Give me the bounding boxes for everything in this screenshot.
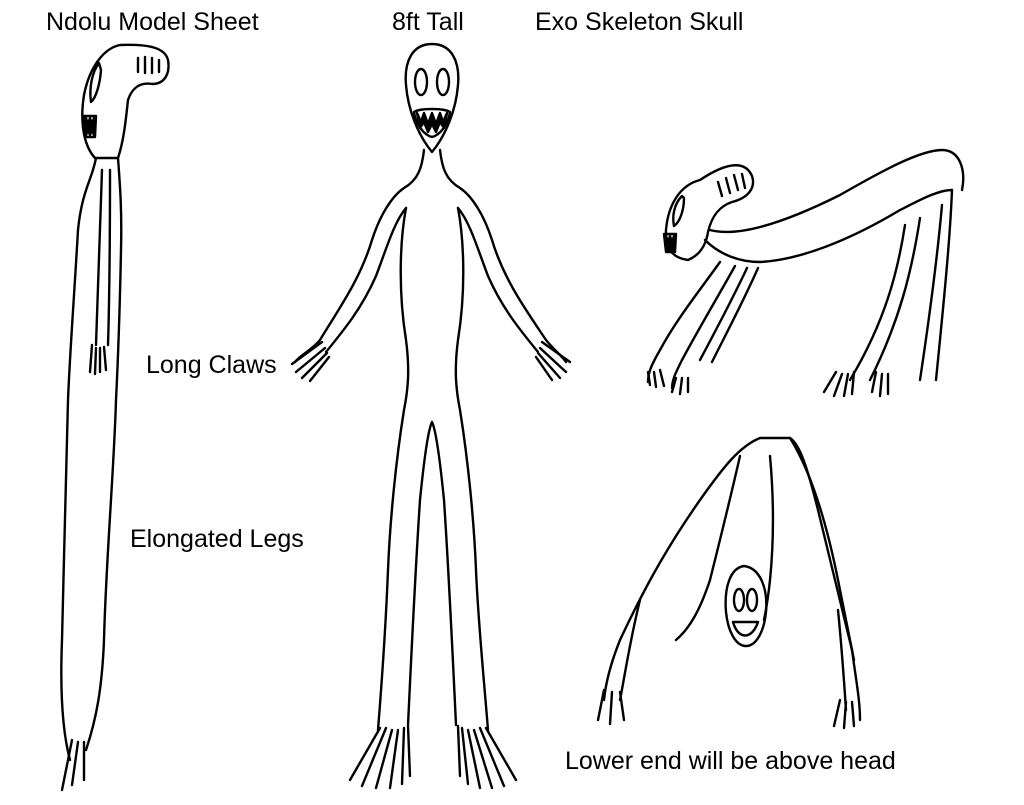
front-view-left-foot	[348, 724, 412, 790]
side-view-teeth	[84, 116, 96, 137]
front-view-head	[404, 42, 460, 154]
inverted-pose-head	[724, 564, 768, 648]
front-view-body	[293, 148, 568, 364]
side-view-eye	[89, 61, 103, 104]
side-view-claw	[88, 343, 108, 376]
side-view-head	[81, 43, 170, 160]
side-view-figure	[60, 43, 170, 792]
crawl-pose-head	[664, 164, 755, 262]
inverted-pose-body	[618, 436, 854, 652]
front-view-eye-left	[413, 67, 429, 97]
sheet-title: Ndolu Model Sheet	[46, 8, 259, 36]
side-view-body	[60, 156, 98, 762]
skull-label: Exo Skeleton Skull	[535, 8, 744, 36]
front-view-figure	[290, 42, 572, 790]
claws-label: Long Claws	[146, 351, 277, 379]
crawl-pose-body	[703, 148, 965, 264]
legs-label: Elongated Legs	[130, 525, 304, 553]
height-label: 8ft Tall	[392, 8, 464, 36]
side-view-foot	[60, 738, 86, 792]
front-view-right-foot	[456, 724, 518, 790]
front-view-eye-right	[435, 67, 451, 97]
inverted-pose-figure	[596, 436, 862, 730]
front-view-right-claws	[534, 340, 572, 382]
crawl-pose-figure	[646, 148, 965, 398]
front-view-left-claws	[290, 340, 331, 383]
lower-end-label: Lower end will be above head	[565, 747, 896, 775]
